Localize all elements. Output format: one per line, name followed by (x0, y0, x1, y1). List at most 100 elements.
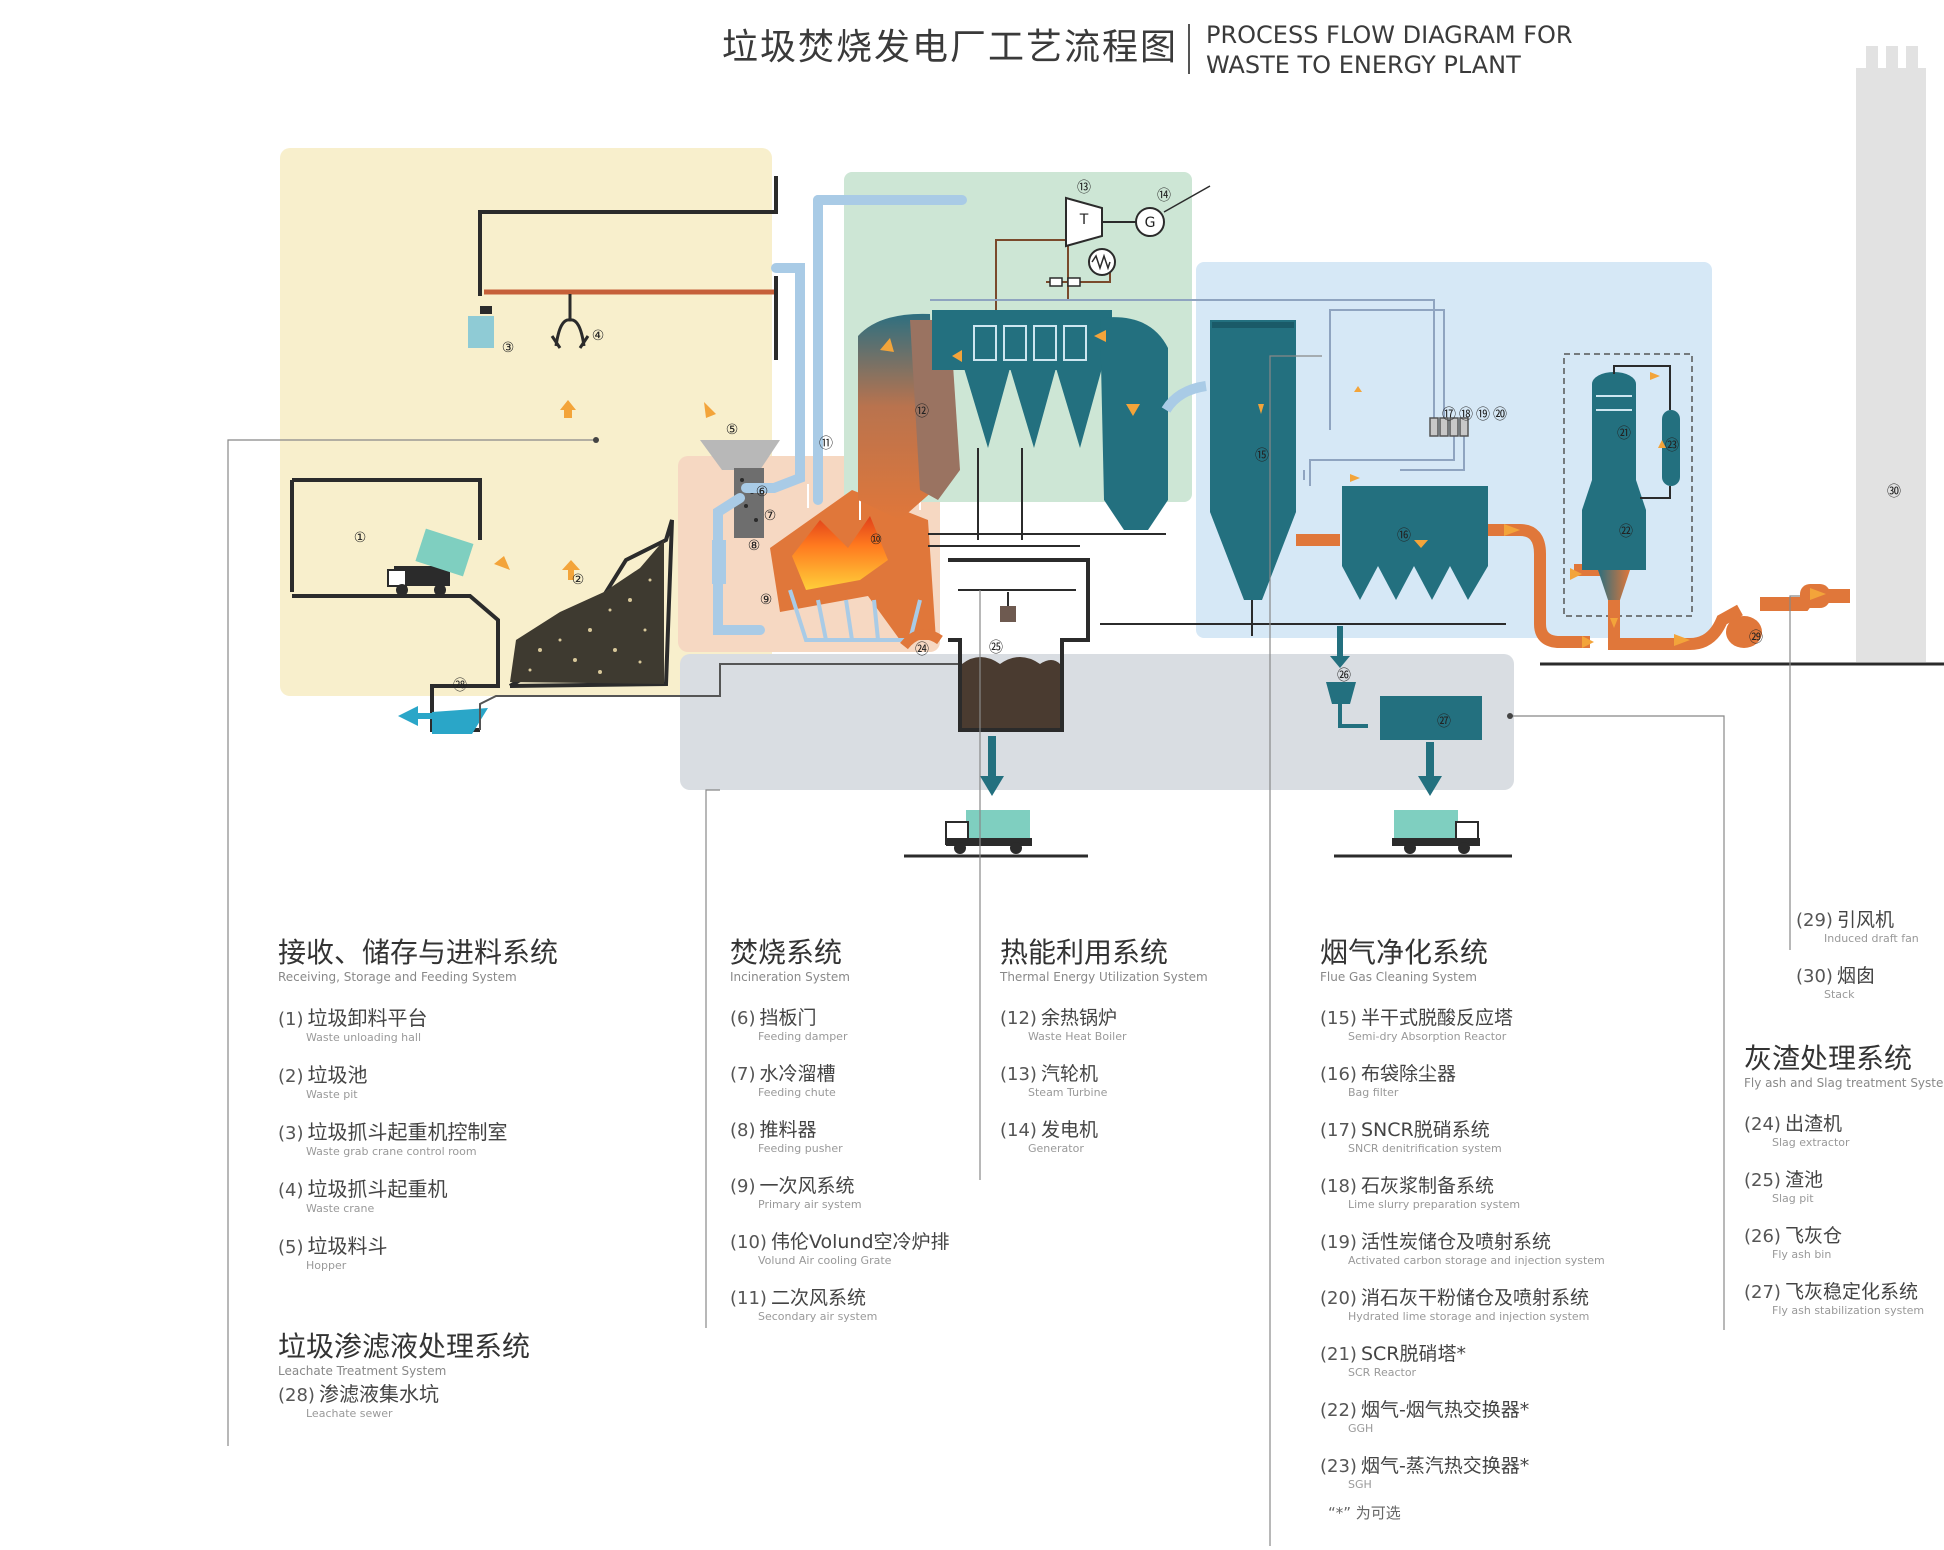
page-title: 垃圾焚烧发电厂工艺流程图 (722, 27, 1179, 68)
fly-ash-bin (1326, 682, 1368, 728)
induced-draft-fan (1726, 616, 1762, 648)
callout-7: ⑦ (764, 508, 777, 524)
waste-pile-texture (528, 578, 652, 674)
legend-item-label: (28)渗滤液集水坑 (278, 1382, 530, 1408)
section-subtitle: Incineration System (730, 970, 850, 984)
legend-item-en: Lime slurry preparation system (1348, 1198, 1521, 1211)
legend-item-label: (12)余热锅炉 (1000, 1006, 1208, 1031)
fly-ash-feed-arrow (1330, 656, 1350, 668)
legend-item-text: 伟伦Volund空冷炉排 (770, 1231, 950, 1253)
section-title: 烟气净化系统 (1320, 936, 1489, 969)
legend-item-label: (26)飞灰仓 (1744, 1224, 1944, 1249)
legend-item-text: 二次风系统 (770, 1287, 866, 1309)
leader-dots (593, 437, 1513, 719)
legend-item-label: (10)伟伦Volund空冷炉排 (730, 1230, 950, 1255)
legend-item-number: (30) (1796, 966, 1833, 987)
legend-item-number: (16) (1320, 1064, 1357, 1085)
section-title: 灰渣处理系统 (1744, 1042, 1913, 1075)
bag-filter (1342, 486, 1488, 600)
section-thermal: 热能利用系统 Thermal Energy Utilization System… (1000, 936, 1208, 1174)
legend-item-number: (9) (730, 1176, 756, 1197)
fly-ash-truck (1392, 810, 1480, 854)
legend-item-number: (28) (278, 1385, 315, 1406)
section-title: 焚烧系统 (730, 936, 843, 969)
legend-item-text: 渗滤液集水坑 (318, 1382, 439, 1406)
legend-item-text: 烟气-烟气热交换器* (1360, 1399, 1530, 1421)
legend-item-label: (13)汽轮机 (1000, 1062, 1208, 1087)
leader-lines (227, 355, 1800, 1546)
legend-item-number: (15) (1320, 1008, 1357, 1029)
callout-3: ③ (502, 340, 515, 356)
legend-item-number: (18) (1320, 1176, 1357, 1197)
callout-2: ② (572, 572, 585, 588)
legend-item-label: (29)引风机 (1796, 908, 1919, 933)
callout-8: ⑧ (748, 538, 761, 554)
legend-item-number: (3) (278, 1123, 304, 1144)
legend-item-label: (2)垃圾池 (278, 1063, 558, 1089)
legend-item-en: Slag extractor (1772, 1136, 1850, 1149)
legend-item-text: 余热锅炉 (1040, 1007, 1117, 1029)
legend-item-number: (20) (1320, 1288, 1357, 1309)
callout-4: ④ (592, 328, 605, 344)
legend-item-label: (24)出渣机 (1744, 1112, 1944, 1137)
legend-item-text: 发电机 (1040, 1119, 1098, 1141)
legend-item-number: (19) (1320, 1232, 1357, 1253)
legend-item-label: (7)水冷溜槽 (730, 1062, 950, 1087)
crane-control-room-mount (480, 306, 492, 314)
legend-item-text: 布袋除尘器 (1360, 1063, 1456, 1085)
legend-item-text: 烟气-蒸汽热交换器* (1360, 1455, 1530, 1477)
legend-item-text: 引风机 (1836, 909, 1894, 931)
legend-item-label: (9)一次风系统 (730, 1174, 950, 1199)
waste-pile (510, 540, 664, 684)
legend-item-number: (27) (1744, 1282, 1781, 1303)
legend-item-label: (30)烟囱 (1796, 964, 1919, 989)
crane-control-room (468, 316, 494, 348)
legend-item-label: (1)垃圾卸料平台 (278, 1006, 558, 1032)
legend-item-text: 挡板门 (759, 1007, 817, 1029)
section-ash: 灰渣处理系统 Fly ash and Slag treatment System… (1744, 1042, 1944, 1336)
legend-item-number: (25) (1744, 1170, 1781, 1191)
legend-item-en: Secondary air system (758, 1310, 878, 1323)
condensate-pumps (1049, 277, 1081, 287)
callout-12: ⑫ (915, 404, 929, 420)
legend-item-number: (12) (1000, 1008, 1037, 1029)
legend-item-en: GGH (1348, 1422, 1374, 1435)
chemical-feed-lines (930, 299, 1465, 486)
legend-item-en: Feeding damper (758, 1030, 848, 1043)
legend-item-label: (20)消石灰干粉储仓及喷射系统 (1320, 1286, 1605, 1311)
scr-tower (1582, 372, 1646, 600)
legend-item-text: 垃圾卸料平台 (307, 1006, 428, 1030)
leachate-arrow (398, 706, 418, 726)
legend-item-number: (14) (1000, 1120, 1037, 1141)
legend-item-label: (5)垃圾料斗 (278, 1234, 558, 1260)
legend-item-label: (16)布袋除尘器 (1320, 1062, 1605, 1087)
legend-item-number: (23) (1320, 1456, 1357, 1477)
legend-item: (23)烟气-蒸汽热交换器*SGH (1320, 1454, 1605, 1491)
legend-item-en: Generator (1028, 1142, 1084, 1155)
legend-item-en: Waste pit (306, 1088, 358, 1101)
callout-18: ⑱ (1459, 407, 1473, 423)
legend-item-en: Waste unloading hall (306, 1031, 422, 1044)
legend-item-en: SCR Reactor (1348, 1366, 1417, 1379)
section-receiving: 接收、储存与进料系统 Receiving, Storage and Feedin… (278, 936, 558, 1291)
callout-23: ㉓ (1665, 438, 1679, 454)
legend-item-text: 垃圾料斗 (307, 1234, 388, 1258)
callout-22: ㉒ (1619, 524, 1633, 540)
optional-note: “*” 为可选 (1328, 1504, 1401, 1522)
boiler-outlet-hood (1100, 317, 1168, 530)
primary-air-fan (712, 540, 726, 584)
legend-item-number: (13) (1000, 1064, 1037, 1085)
legend-item: (22)烟气-烟气热交换器*GGH (1320, 1398, 1605, 1435)
callout-27: ㉗ (1437, 714, 1451, 730)
legend-item-label: (8)推料器 (730, 1118, 950, 1143)
